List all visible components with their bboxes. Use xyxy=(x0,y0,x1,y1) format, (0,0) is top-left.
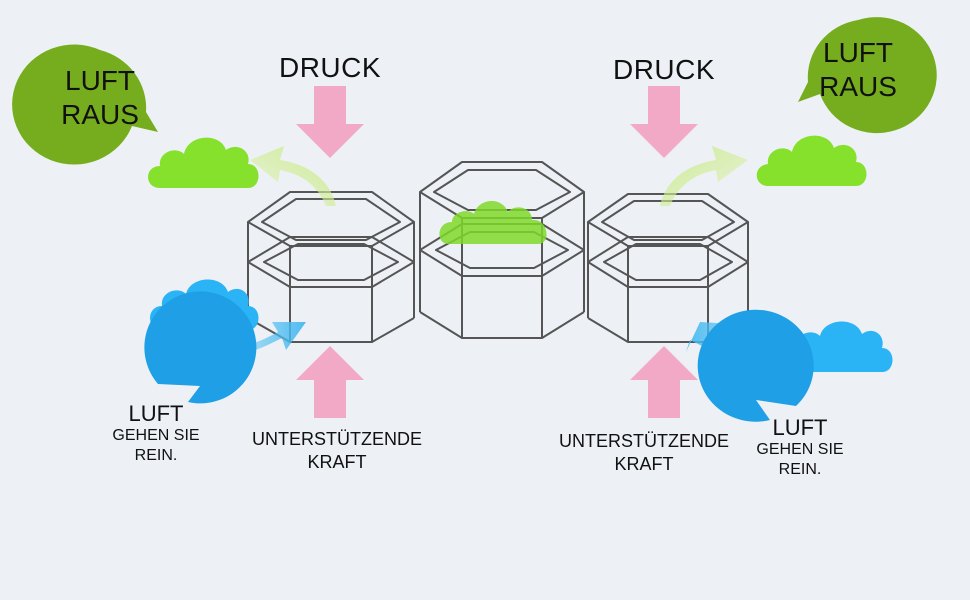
air-out-text-left: LUFT RAUS xyxy=(52,64,148,132)
air-out-right-line1: LUFT xyxy=(823,37,893,68)
support-arrow-right xyxy=(630,346,698,418)
air-in-left-line1: LUFT xyxy=(128,401,184,426)
air-in-text-right: LUFT GEHEN SIE REIN. xyxy=(740,416,860,480)
air-out-bubble-left xyxy=(12,44,158,165)
air-out-bubble-right xyxy=(798,17,937,134)
air-in-right-line1: LUFT xyxy=(772,415,828,440)
support-label-left-line2: KRAFT xyxy=(307,452,367,472)
air-in-arrow-left xyxy=(200,322,306,359)
center-hexagon-container xyxy=(419,161,585,339)
pressure-label-left: DRUCK xyxy=(278,52,382,83)
pressure-arrow-left xyxy=(296,86,364,158)
air-out-left-line2: RAUS xyxy=(61,99,139,130)
pressure-arrow-right xyxy=(630,86,698,158)
air-in-bubble-left xyxy=(144,291,257,404)
air-in-right-line3: REIN. xyxy=(778,461,822,478)
air-in-right-line2: GEHEN SIE xyxy=(756,441,844,458)
air-out-right-line2: RAUS xyxy=(819,71,897,102)
green-cloud-inside-icon xyxy=(439,200,547,244)
left-hexagon-container xyxy=(247,191,415,343)
air-in-text-left: LUFT GEHEN SIE REIN. xyxy=(100,402,212,466)
support-arrow-left xyxy=(296,346,364,418)
pressure-label-right: DRUCK xyxy=(612,54,716,85)
support-label-right: UNTERSTÜTZENDE KRAFT xyxy=(539,430,749,476)
support-label-left-line1: UNTERSTÜTZENDE xyxy=(252,429,422,449)
support-label-right-line2: KRAFT xyxy=(614,454,674,474)
air-in-left-line3: REIN. xyxy=(134,447,178,464)
air-out-arrow-right xyxy=(660,146,748,206)
air-in-left-line2: GEHEN SIE xyxy=(112,427,200,444)
green-cloud-right-icon xyxy=(756,135,867,186)
green-cloud-left-icon xyxy=(148,137,259,188)
air-out-text-right: LUFT RAUS xyxy=(810,36,906,104)
air-in-bubble-right xyxy=(697,309,814,422)
right-hexagon-container xyxy=(587,193,749,343)
support-label-left: UNTERSTÜTZENDE KRAFT xyxy=(232,428,442,474)
air-out-left-line1: LUFT xyxy=(65,65,135,96)
air-out-arrow-left xyxy=(250,146,336,206)
support-label-right-line1: UNTERSTÜTZENDE xyxy=(559,431,729,451)
